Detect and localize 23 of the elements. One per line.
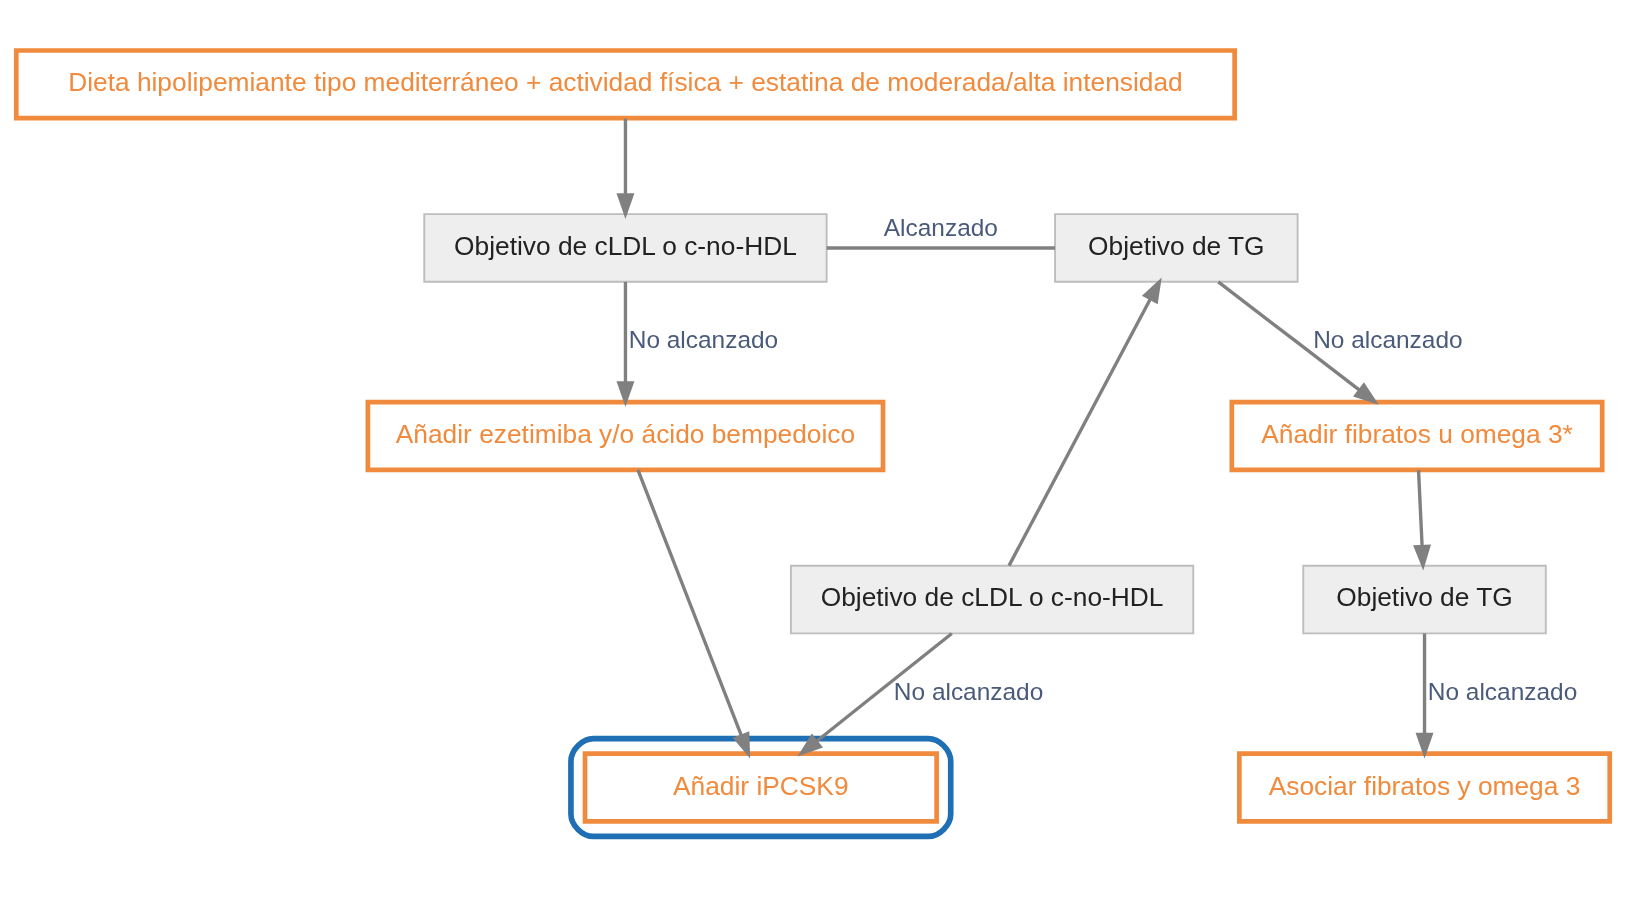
node-box: Objetivo de cLDL o c-no-HDL xyxy=(789,564,1195,635)
node-box: Asociar fibratos y omega 3 xyxy=(1237,751,1613,824)
edge-label: Alcanzado xyxy=(883,213,998,241)
arrow xyxy=(797,632,953,757)
edge-label: No alcanzado xyxy=(1427,677,1578,705)
edge-label: No alcanzado xyxy=(893,677,1044,705)
node-box: Añadir fibratos u omega 3* xyxy=(1229,399,1605,473)
node-box: Añadir iPCSK9 xyxy=(582,751,939,824)
edge-label: No alcanzado xyxy=(1313,326,1463,354)
node-box: Dieta hipolipemiante tipo mediterráneo + actividad física + estatina de moderada/alta intensidad xyxy=(13,48,1237,121)
arrow xyxy=(616,118,635,219)
node-box: Objetivo de TG xyxy=(1054,213,1299,283)
arrow xyxy=(636,469,751,759)
connector xyxy=(826,246,1055,250)
arrow xyxy=(1217,280,1379,405)
node-box: Objetivo de TG xyxy=(1302,564,1547,635)
arrow xyxy=(1413,470,1431,571)
edge-label: No alcanzado xyxy=(628,326,779,354)
node-box: Objetivo de cLDL o c-no-HDL xyxy=(423,213,828,283)
arrow xyxy=(1007,277,1162,567)
arrow xyxy=(1415,633,1434,759)
node-box: Añadir ezetimiba y/o ácido bempedoico xyxy=(365,399,886,473)
arrow xyxy=(616,281,635,407)
